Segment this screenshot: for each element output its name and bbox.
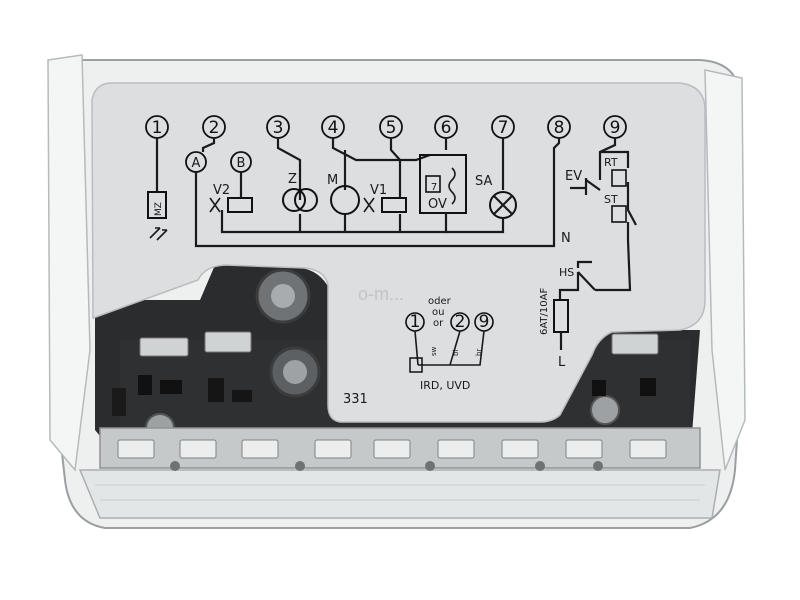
terminal-3-label: 3 [273, 118, 284, 138]
alternative-sensor-diagram: oder ou or 1 2 9 sw bl br IRD, UVD [405, 296, 494, 392]
terminal-9-label: 9 [610, 118, 621, 138]
flame-sensor-icon [147, 191, 167, 219]
label-m: M [327, 173, 338, 188]
label-rt: RT [604, 156, 618, 169]
watermark: o-m... [358, 284, 404, 304]
label-n: N [561, 231, 571, 246]
terminal-6-label: 6 [441, 118, 452, 138]
wiring-lines [147, 138, 637, 350]
motor-icon [330, 185, 360, 215]
relay-box-icon [419, 154, 467, 214]
label-ird-uvd: IRD, UVD [420, 379, 470, 392]
label-ev: EV [565, 169, 582, 184]
label-a: A [192, 156, 201, 171]
label-ov: OV [428, 197, 447, 212]
label-hs: HS [559, 266, 574, 279]
capacitor [590, 395, 620, 425]
terminal-numbers: 1 2 3 4 5 6 7 8 9 [145, 115, 627, 139]
connector-block [204, 331, 252, 353]
label-sa: SA [475, 174, 492, 189]
label-l: L [558, 355, 566, 370]
terminal-4-label: 4 [328, 118, 339, 138]
label-v1: V1 [370, 183, 387, 198]
valve-v1-icon [381, 197, 407, 213]
wire-color-sw: sw [430, 346, 438, 356]
label-fuse: 6AT/10AF [539, 288, 550, 335]
terminal-5-label: 5 [386, 118, 397, 138]
terminal-strip [99, 427, 701, 471]
wire-color-bl: bl [452, 350, 460, 356]
label-relay: 7 [431, 182, 437, 193]
connector-block [611, 333, 659, 355]
alt-terminal-1: 1 [410, 312, 421, 332]
label-oder: oder [428, 296, 452, 307]
circuit-labels: A B V2 Z M V1 7 OV SA EV RT ST N HS 6AT/… [154, 156, 618, 370]
alt-terminal-2: 2 [455, 312, 466, 332]
wiring-label-card [91, 82, 706, 423]
alt-terminal-9: 9 [479, 312, 490, 332]
label-v2: V2 [213, 183, 230, 198]
label-ou: ou [432, 307, 444, 318]
transformer-icon [282, 188, 306, 212]
label-mz: MZ [154, 202, 164, 216]
label-st: ST [604, 193, 618, 206]
terminal-7-label: 7 [498, 118, 509, 138]
terminal-2-label: 2 [209, 118, 220, 138]
label-b: B [237, 156, 246, 171]
connector-block [139, 337, 189, 357]
terminal-8-label: 8 [554, 118, 565, 138]
wire-color-br: br [475, 349, 483, 356]
label-or: or [433, 318, 444, 329]
label-z: Z [288, 172, 297, 187]
terminal-1-label: 1 [152, 118, 163, 138]
model-number: 331 [343, 392, 368, 407]
